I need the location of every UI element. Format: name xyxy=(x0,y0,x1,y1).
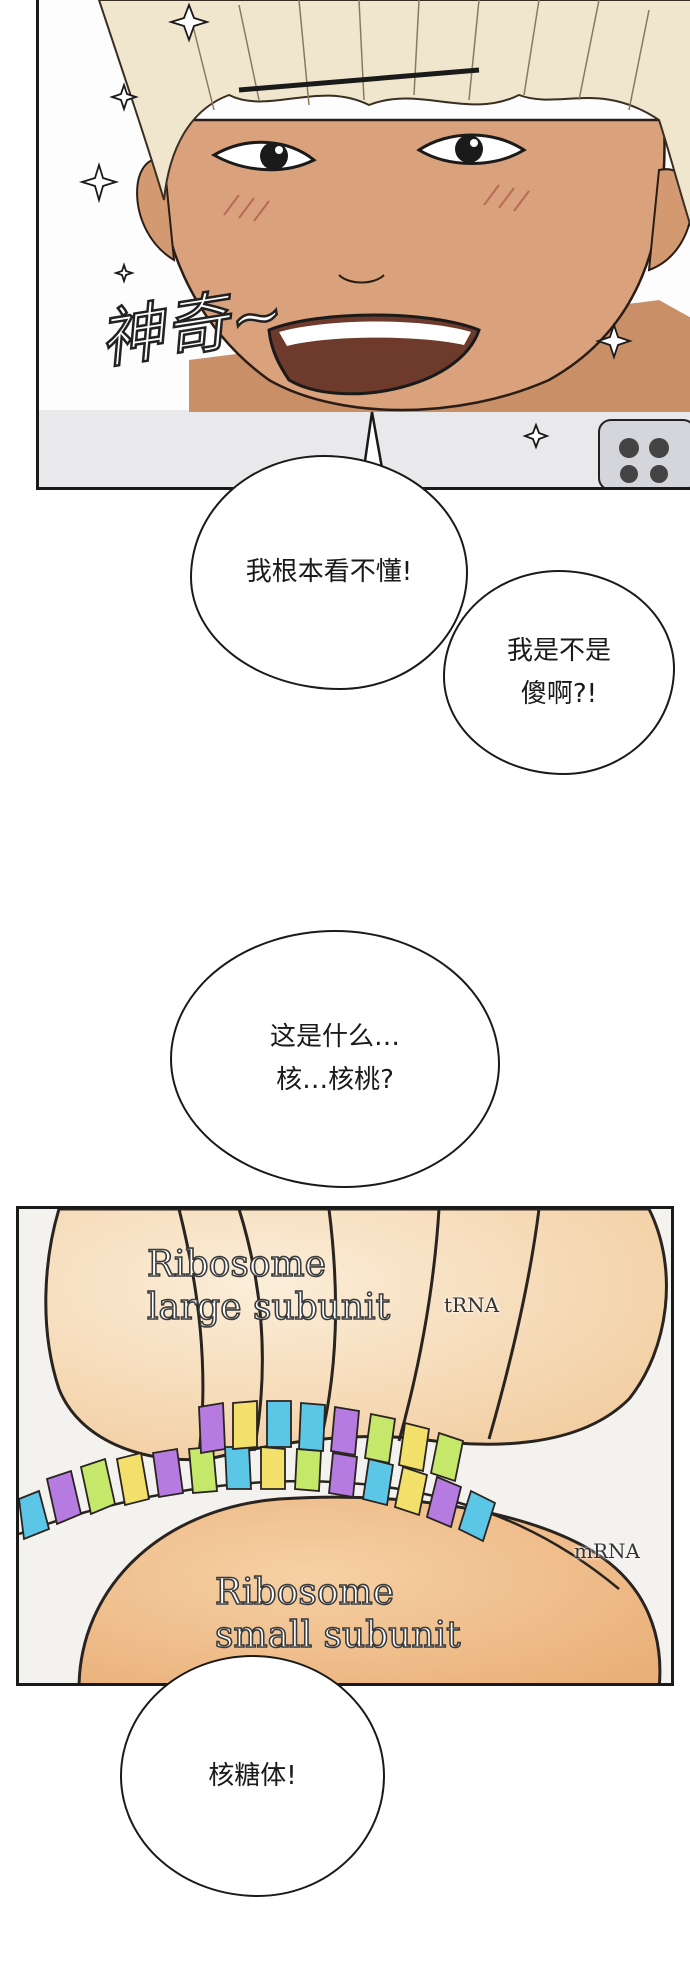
nose xyxy=(338,274,385,284)
speech-text: 我根本看不懂! xyxy=(245,557,413,588)
camera-lens-icon xyxy=(620,465,638,483)
speech-text-line2: 傻啊?! xyxy=(520,678,598,709)
speech-bubble-2: 我是不是 傻啊?! xyxy=(443,570,675,775)
face-panel: 神奇~ xyxy=(36,0,690,490)
speech-text-line2: 核…核桃? xyxy=(276,1065,394,1095)
right-pupil xyxy=(455,135,483,163)
camera-lens-icon xyxy=(649,438,669,458)
sparkle-icons xyxy=(78,2,633,450)
speech-text: 核糖体! xyxy=(208,1760,297,1791)
speech-bubble-3: 这是什么… 核…核桃? xyxy=(170,930,500,1188)
ribosome-panel: Ribosome large subunit tRNA mRNA Ribosom… xyxy=(16,1206,674,1686)
anticodon-row-upper xyxy=(198,1400,465,1483)
speech-text-line1: 我是不是 xyxy=(506,635,611,666)
mrna-label: mRNA xyxy=(574,1539,640,1563)
trna-label: tRNA xyxy=(444,1293,500,1317)
teeth xyxy=(279,321,471,346)
large-subunit-label: Ribosome large subunit xyxy=(146,1243,391,1329)
blush-marks xyxy=(223,184,530,222)
camera-lens-icon xyxy=(619,438,639,458)
speech-bubble-4: 核糖体! xyxy=(120,1655,385,1897)
phone-camera-module xyxy=(598,419,690,487)
speech-text-line1: 这是什么… xyxy=(269,1022,400,1053)
camera-lens-icon xyxy=(650,465,668,483)
speech-bubble-1: 我根本看不懂! xyxy=(190,455,468,690)
ribosome-illustration xyxy=(19,1209,668,1683)
headband xyxy=(238,67,480,93)
hair xyxy=(97,0,690,228)
small-subunit-label: Ribosome small subunit xyxy=(214,1571,461,1657)
left-pupil xyxy=(260,142,288,170)
